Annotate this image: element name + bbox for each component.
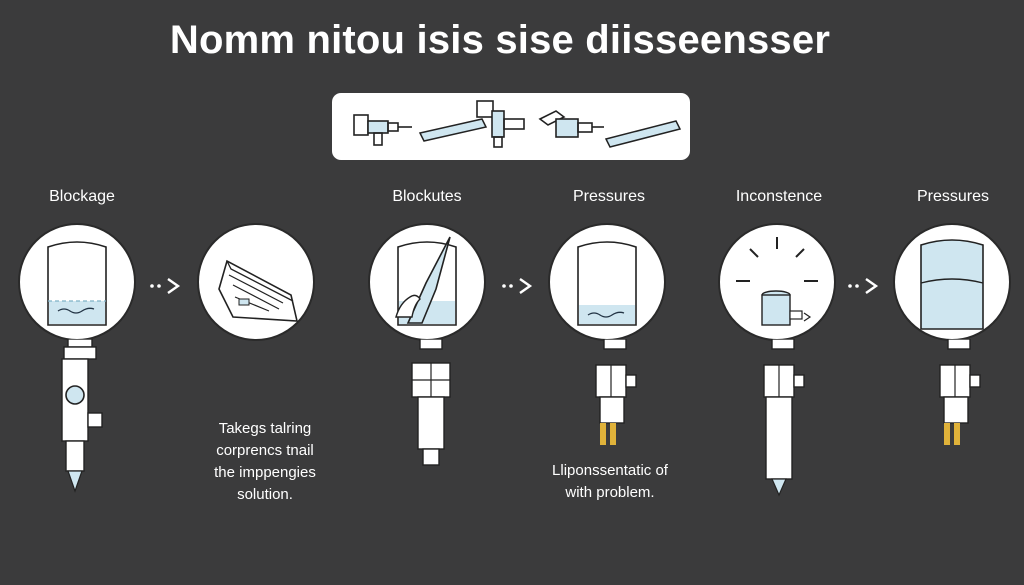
caption-line: solution. [237,486,293,503]
caption-line: Lliponssentatic of [552,462,668,479]
pipe-segment-icon-2 [604,120,682,148]
flow-arrow-icon-2 [502,278,533,294]
valve-pipe-icon-1 [61,339,103,493]
caption-line: Takegs talring [218,420,312,437]
valve-pipe-icon-5 [939,339,981,445]
faucet-tool-icon-1 [353,114,412,146]
stage-label-3: Pressures [572,188,646,205]
caption-problem: Lliponssentatic of with problem. [530,460,690,504]
tank-circle-blockutes [368,223,486,341]
stage-label-2: Blockutes [392,188,462,205]
valve-pipe-icon-3 [595,339,637,445]
stage-label-5: Pressures [916,188,990,205]
caption-line: corprencs tnail [216,442,314,459]
flow-arrow-icon-1 [150,278,181,294]
faucet-tool-icon-2 [538,110,604,138]
tools-panel [332,93,690,160]
tank-circle-pressures-full [893,223,1011,341]
valve-tool-icon [476,100,525,148]
tank-circle-pressures [548,223,666,341]
blockage-closeup-circle [197,223,315,341]
tank-circle-blockage [18,223,136,341]
stage-label-4: Inconstence [735,188,823,205]
valve-pipe-icon-2 [411,339,451,466]
caption-line: with problem. [565,484,655,501]
gauge-circle-inconstence [718,223,836,341]
stage-label-1: Blockage [49,188,115,205]
pipe-segment-icon-1 [418,118,488,142]
caption-solution: Takegs talring corprencs tnail the imppe… [190,418,340,506]
flow-arrow-icon-3 [848,278,879,294]
valve-pipe-icon-4 [763,339,805,497]
diagram-title: Nomm nitou isis sise diisseensser [169,18,831,62]
caption-line: the imppengies [214,464,316,481]
